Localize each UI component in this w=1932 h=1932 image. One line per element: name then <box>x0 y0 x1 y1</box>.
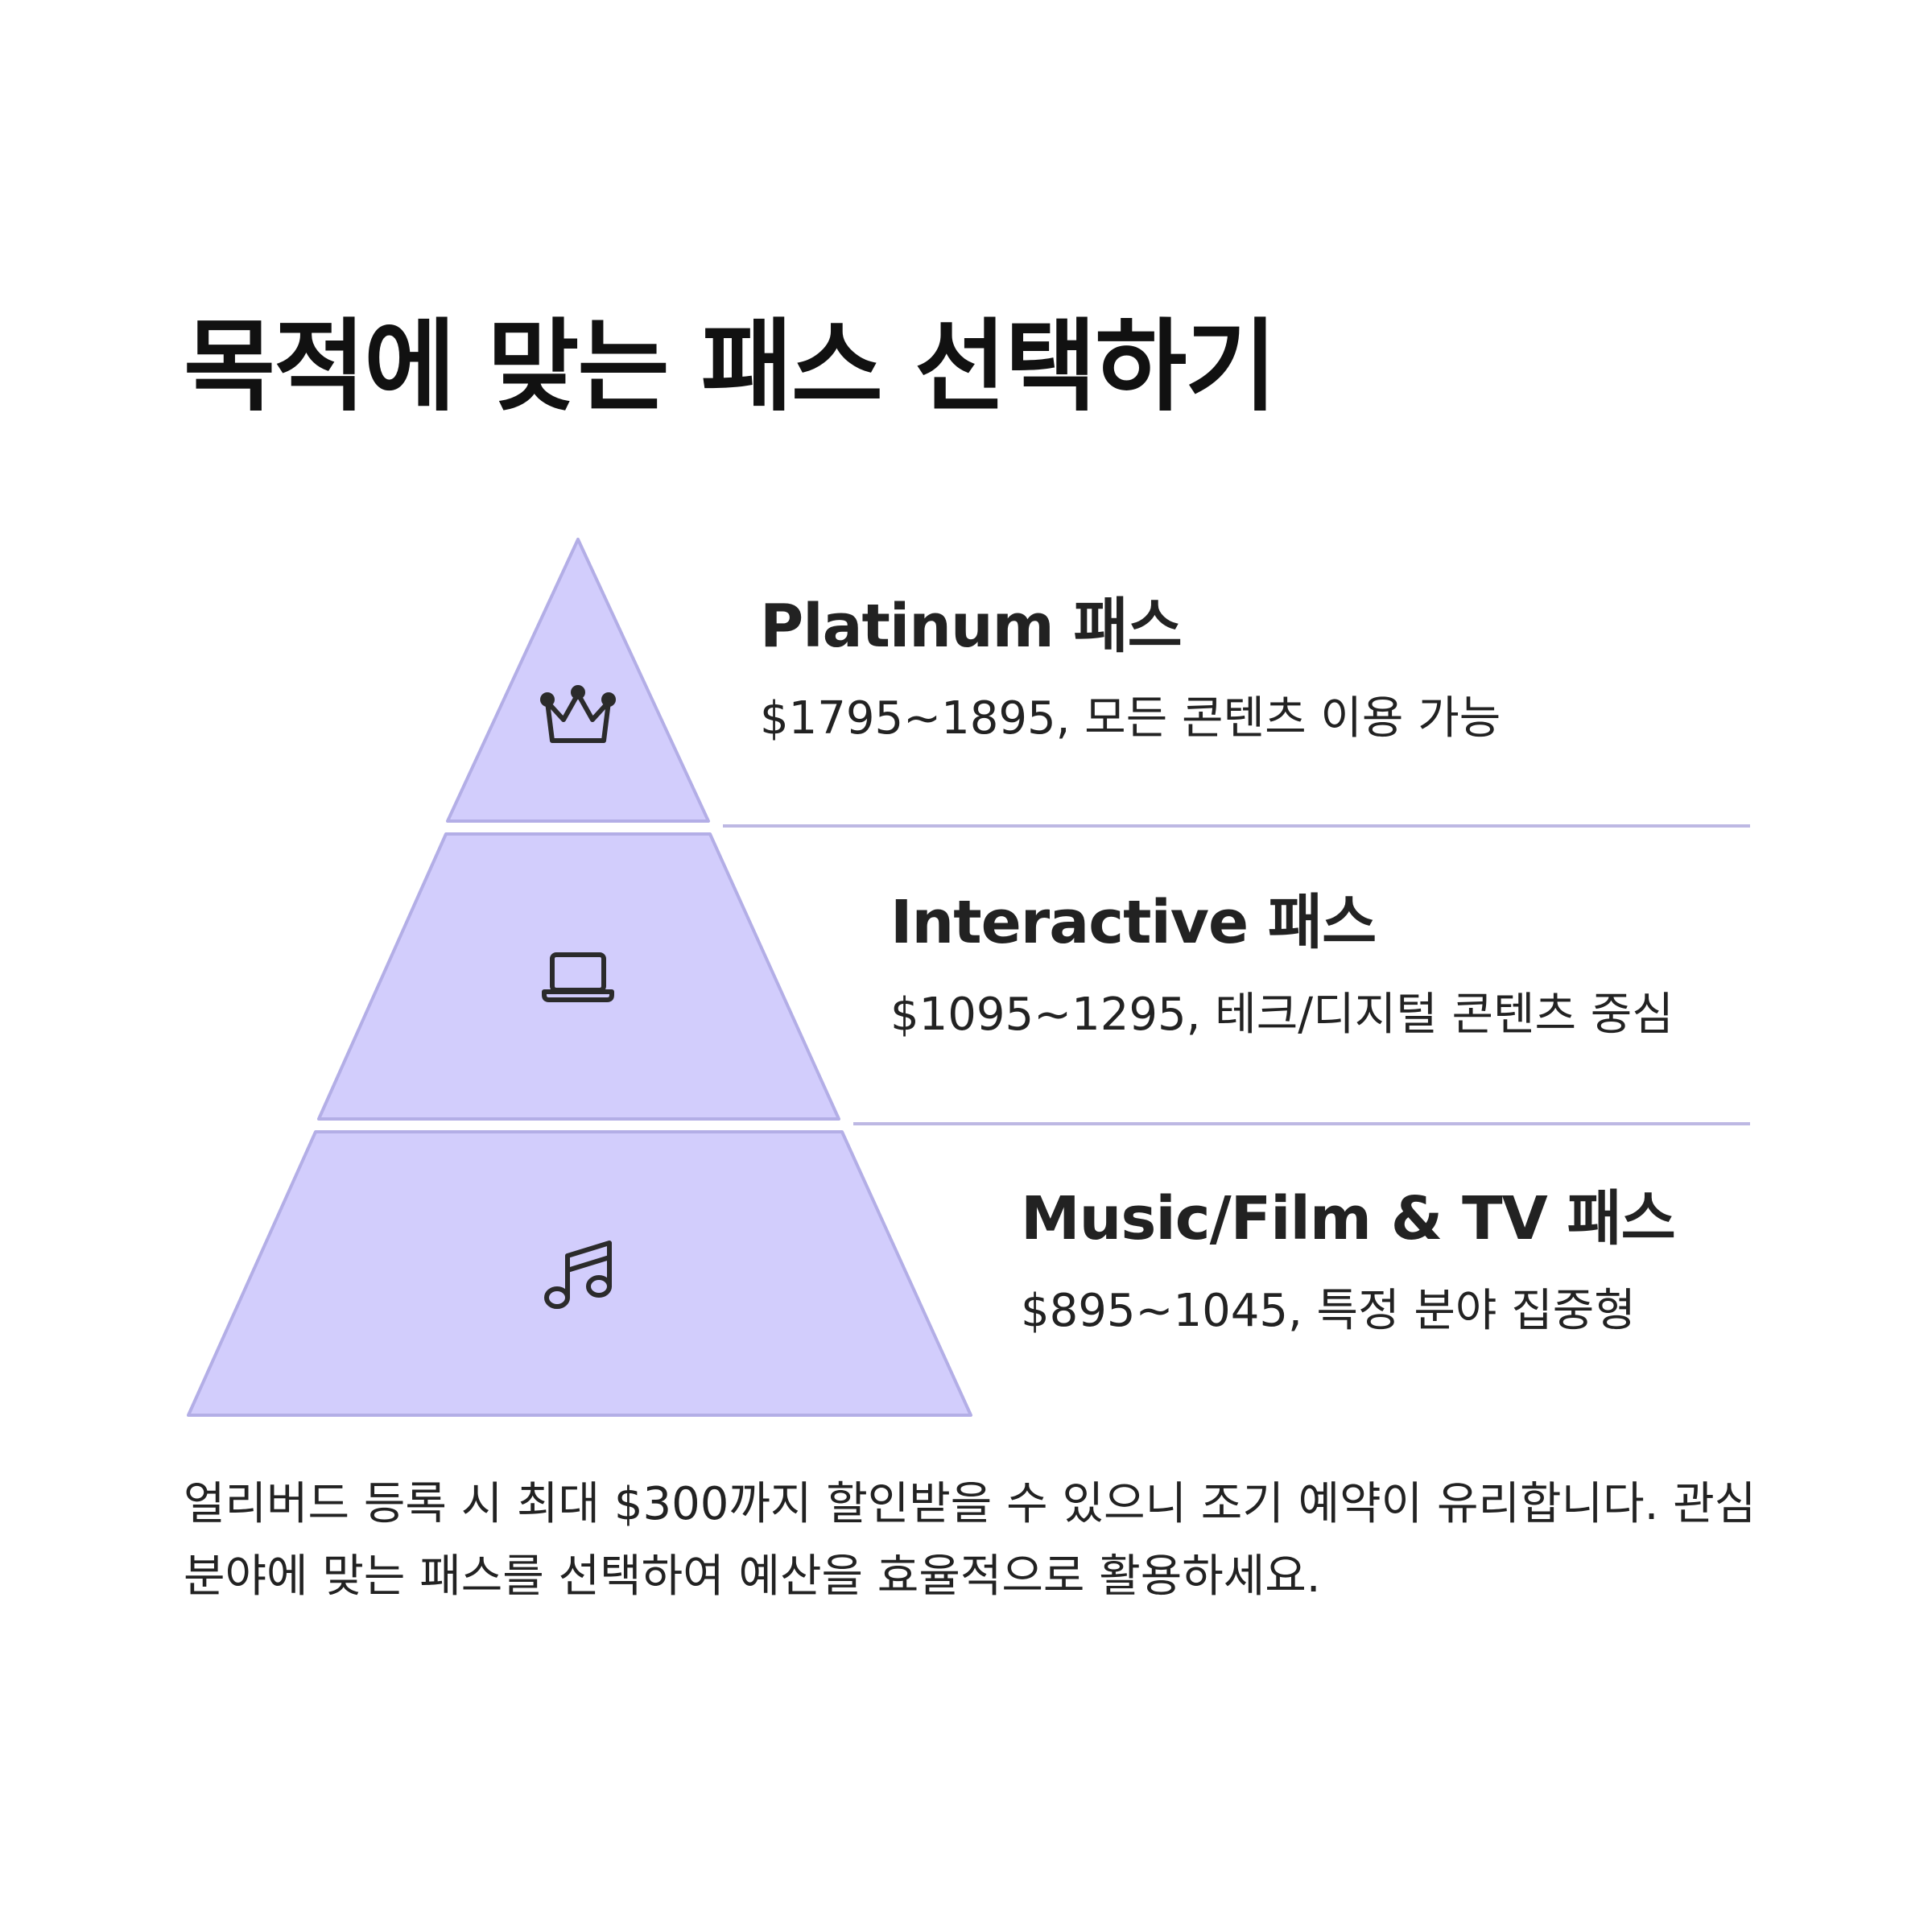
crown-icon <box>540 685 616 743</box>
pyramid-tier-top[interactable] <box>446 538 710 823</box>
page-title: 목적에 맞는 패스 선택하기 <box>184 309 1277 425</box>
tier-description: $1795~1895, 모든 콘텐츠 이용 가능 <box>760 692 1501 745</box>
tier-name: Interactive 패스 <box>890 888 1377 957</box>
pyramid-tier-middle[interactable] <box>317 832 840 1121</box>
tier-description: $1095~1295, 테크/디지털 콘텐츠 중심 <box>890 989 1674 1042</box>
laptop-icon <box>542 952 614 1002</box>
tier-description: $895~1045, 특정 분야 집중형 <box>1021 1285 1636 1338</box>
tier-name: Music/Film & TV 패스 <box>1021 1184 1676 1253</box>
pyramid-tier-bottom[interactable] <box>187 1130 972 1417</box>
tier-info-interactive: Interactive 패스 $1095~1295, 테크/디지털 콘텐츠 중심 <box>890 890 1674 1042</box>
music-note-icon <box>544 1241 612 1309</box>
footnote-text: 얼리버드 등록 시 최대 $300까지 할인받을 수 있으니 조기 예약이 유리… <box>184 1478 1757 1603</box>
tier-name: Platinum 패스 <box>760 592 1183 661</box>
tier-info-platinum: Platinum 패스 $1795~1895, 모든 콘텐츠 이용 가능 <box>760 592 1501 746</box>
tier-info-music-film-tv: Music/Film & TV 패스 $895~1045, 특정 분야 집중형 <box>1021 1184 1676 1339</box>
